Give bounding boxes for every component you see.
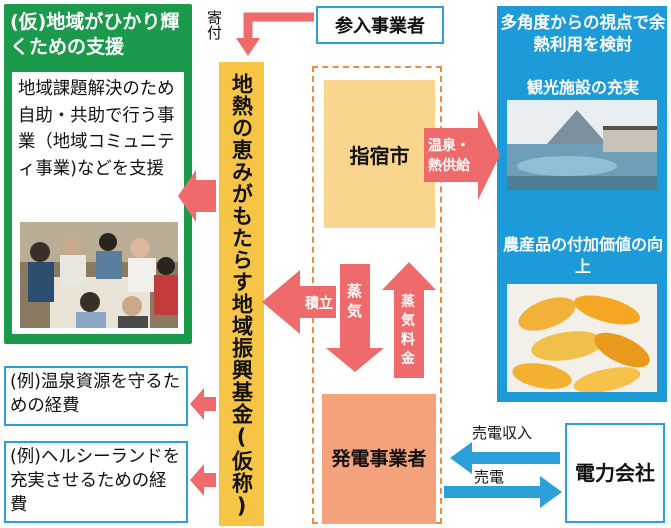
fund-to-example1-arrow — [190, 388, 216, 420]
fund-column — [219, 62, 264, 526]
steam-fee-label-3: 料 — [401, 331, 415, 348]
heat-use-title: 多角度からの視点で余熱利用を検討 — [500, 13, 666, 54]
fund-label: 地熱の恵みがもたらす地域振興基金(仮称) — [229, 73, 254, 519]
fund-to-example2-arrow — [190, 464, 216, 496]
reserve-arrow — [262, 270, 336, 334]
generator-box: 発電事業者 — [322, 394, 436, 524]
steam-arrow — [326, 264, 384, 372]
steam-fee-label-4: 金 — [400, 350, 416, 367]
sale-income-arrow — [450, 442, 560, 474]
steam-label-1: 蒸 — [347, 282, 362, 300]
donation-arrow — [243, 12, 314, 40]
dried-mango-illustration — [507, 284, 657, 392]
power-company-box: 電力会社 — [565, 423, 665, 523]
reserve-label: 積立 — [304, 295, 333, 312]
donation-label: 寄付 — [205, 10, 223, 40]
onsen-heat-label-1: 温泉・ — [428, 137, 470, 154]
onsen-landscape-illustration — [507, 100, 657, 190]
agri-subtitle: 農産品の付加価値の向上 — [502, 235, 663, 276]
community-meeting-photo — [20, 222, 178, 328]
participants-box: 参入事業者 — [316, 6, 444, 44]
example-box-onsen: (例)温泉資源を守るための経費 — [4, 366, 188, 426]
steam-fee-label-2: 気 — [401, 312, 415, 329]
onsen-heat-arrow — [424, 110, 500, 200]
steam-fee-arrow — [382, 262, 436, 378]
sale-label: 売電 — [474, 468, 504, 486]
steam-fee-label-1: 蒸 — [401, 293, 415, 310]
example-box-healthyland: (例)ヘルシーランドを充実させるための経費 — [4, 441, 188, 523]
community-meeting-illustration — [20, 222, 178, 328]
sale-income-label: 売電収入 — [472, 424, 532, 442]
onsen-heat-label-2: 熱供給 — [428, 157, 471, 174]
support-panel-title: (仮)地域がひかり輝くための支援 — [10, 11, 180, 58]
sale-arrow — [444, 476, 562, 508]
mango-photo — [507, 284, 657, 392]
steam-label-2: 気 — [347, 302, 362, 320]
onsen-photo — [507, 100, 657, 190]
city-box: 指宿市 — [324, 80, 435, 228]
fund-to-support-arrow — [178, 170, 216, 222]
tourism-subtitle: 観光施設の充実 — [526, 78, 639, 97]
donation-arrow-head — [236, 38, 260, 56]
support-panel-text: 地域課題解決のため自助・共助で行う事業（地域コミュニティ事業)などを支援 — [18, 79, 175, 179]
